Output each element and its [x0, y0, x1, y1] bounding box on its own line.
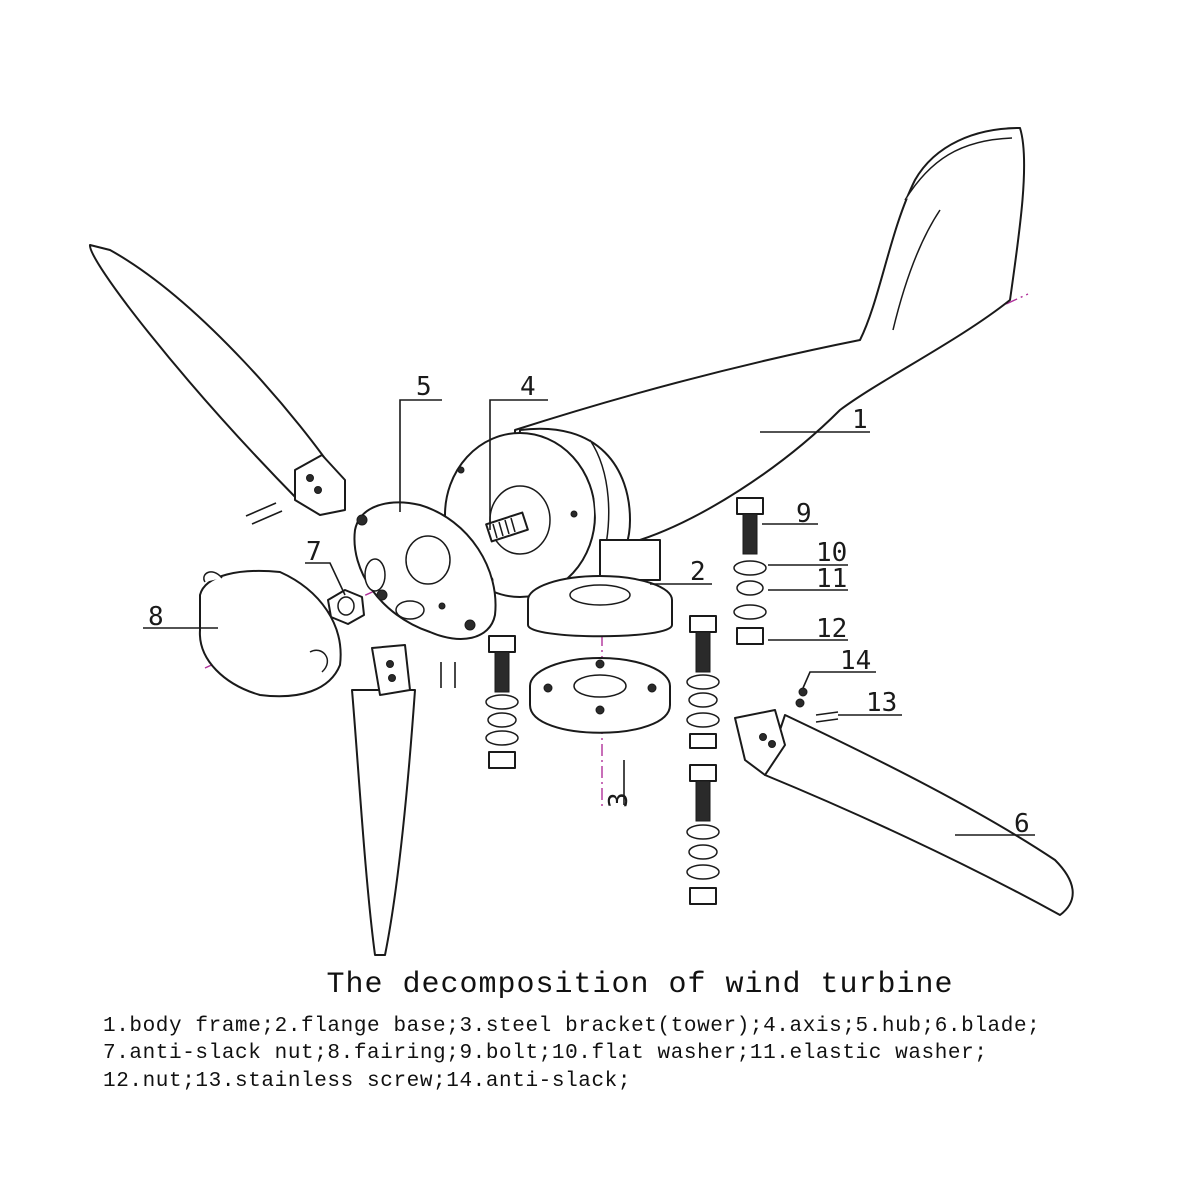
callout-8: 8: [148, 602, 164, 632]
stainless-screws: [815, 711, 839, 723]
callout-4: 4: [520, 372, 536, 402]
fairing-nose-cone: [198, 569, 342, 698]
blade-lower-center: [351, 644, 416, 956]
leader-4: [489, 399, 548, 530]
callout-13: 13: [866, 688, 897, 718]
callout-3: 3: [604, 792, 634, 808]
blade-screws-lower: [440, 662, 456, 688]
callout-2: 2: [690, 557, 706, 587]
flange-base: [527, 539, 673, 638]
bolt-stack-upper-right: [733, 497, 767, 645]
hub-plate: [353, 501, 497, 640]
callout-1: 1: [852, 405, 868, 435]
callout-7: 7: [306, 537, 322, 567]
anti-slack-parts: [795, 687, 808, 708]
callout-11: 11: [816, 564, 847, 594]
leader-7: [305, 562, 346, 596]
callout-6: 6: [1014, 809, 1030, 839]
leader-14: [802, 671, 876, 689]
bolt-stack-lower-right-1: [686, 615, 720, 749]
leader-5: [399, 399, 442, 512]
legend-line-2: 7.anti-slack nut;8.fairing;9.bolt;10.fla…: [103, 1042, 988, 1065]
anti-slack-nut: [327, 589, 365, 625]
legend-line-1: 1.body frame;2.flange base;3.steel brack…: [103, 1015, 1041, 1038]
exploded-view-drawing: 1 2 3 4 5 6 7 8 9 10 11 12 13 14: [89, 127, 1074, 956]
body-frame: [514, 127, 1026, 571]
diagram-title: The decomposition of wind turbine: [326, 968, 954, 1002]
axis-shaft: [485, 511, 529, 543]
blade-upper-left: [89, 244, 346, 516]
callout-9: 9: [796, 499, 812, 529]
blade-screws-upper-left: [245, 502, 283, 525]
callout-10: 10: [816, 538, 847, 568]
steel-bracket-flange: [529, 657, 671, 734]
bolt-stack-center-left: [485, 635, 519, 769]
callout-12: 12: [816, 614, 847, 644]
bolt-stack-lower-right-2: [686, 764, 720, 905]
legend-line-3: 12.nut;13.stainless screw;14.anti-slack;: [103, 1070, 632, 1093]
callout-14: 14: [840, 646, 871, 676]
callout-5: 5: [416, 372, 432, 402]
blade-right: [734, 709, 1074, 916]
